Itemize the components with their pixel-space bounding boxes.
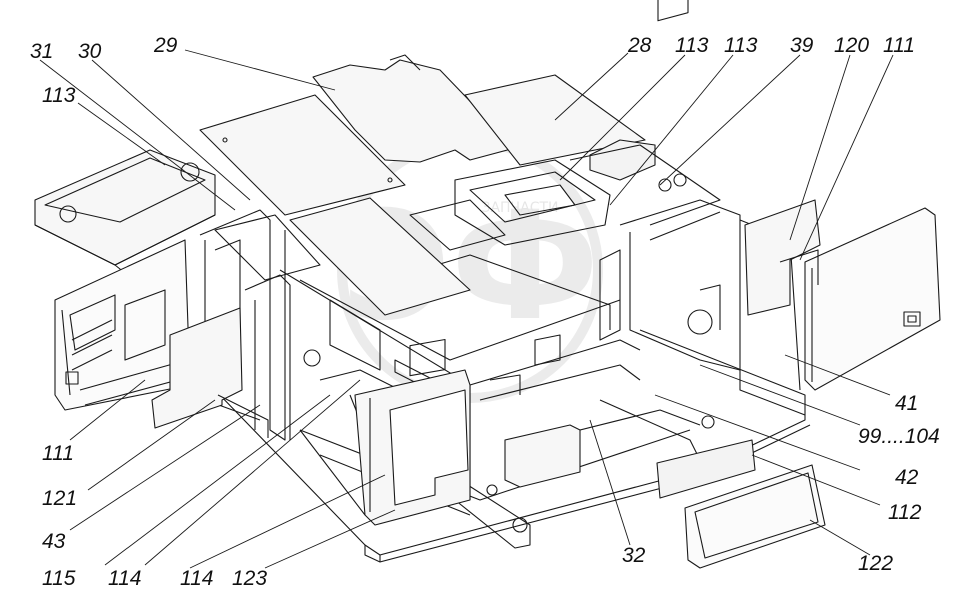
callout-29: 29	[153, 34, 178, 57]
floor-panel-113-left	[214, 214, 321, 281]
callout-120: 120	[834, 34, 869, 57]
roof-panel-29	[312, 54, 516, 163]
callout-122: 122	[858, 552, 893, 575]
roof-panel-30	[199, 94, 406, 216]
hatch-39	[589, 0, 689, 192]
callout-111-top: 111	[883, 34, 915, 57]
callout-114-a: 114	[108, 567, 141, 590]
callout-labels: 31 30 29 28 113 113 39 120 111 113 41 99…	[30, 34, 940, 590]
panel-121	[151, 307, 243, 429]
door-111-right	[804, 207, 941, 391]
floor-plate-left	[217, 394, 366, 516]
inner-top-frame	[409, 144, 721, 251]
door-111-left	[54, 239, 191, 411]
callout-39: 39	[790, 34, 814, 57]
base-frame-rear	[34, 149, 216, 286]
callout-43: 43	[42, 530, 66, 553]
panel-123	[389, 338, 469, 506]
callout-111-bottom: 111	[42, 442, 74, 465]
callout-112: 112	[888, 501, 922, 524]
floor-panel-113-center	[289, 197, 471, 316]
panel-122	[684, 464, 826, 569]
callout-113-left: 113	[42, 84, 76, 107]
shroud-42	[504, 424, 581, 488]
callout-113-top-b: 113	[724, 34, 758, 57]
leader-lines	[39, 49, 894, 569]
callout-32: 32	[622, 544, 646, 567]
callout-115: 115	[42, 567, 76, 590]
callout-28: 28	[627, 34, 652, 57]
panel-120	[744, 199, 821, 316]
callout-99-104: 99....104	[858, 425, 940, 448]
watermark-caption: ЗАПЧАСТИ	[481, 200, 558, 216]
callout-121: 121	[42, 487, 77, 510]
callout-123: 123	[232, 567, 267, 590]
callout-31: 31	[30, 40, 53, 63]
callout-41: 41	[895, 392, 918, 415]
callout-30: 30	[78, 40, 102, 63]
panel-112	[656, 439, 756, 499]
callout-113-top-a: 113	[675, 34, 709, 57]
callout-42: 42	[895, 466, 919, 489]
callout-114-b: 114	[180, 567, 213, 590]
